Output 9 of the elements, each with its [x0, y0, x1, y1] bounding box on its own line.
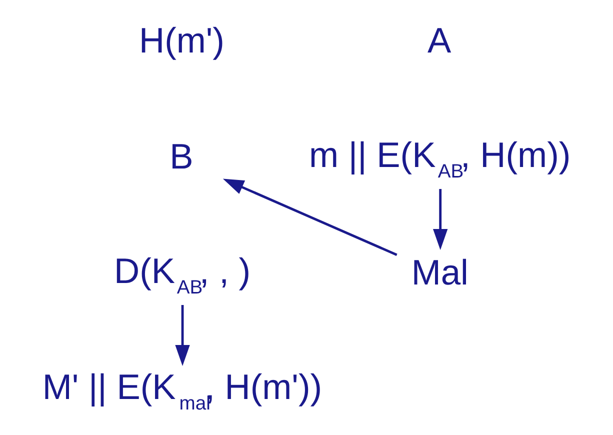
node-text: D(K$_{AB}$, , ) — [114, 250, 250, 298]
arrow — [174, 305, 190, 366]
node-text: m || E(K$_{AB}$, H(m)) — [308, 134, 570, 182]
arrow — [432, 188, 448, 250]
arrow — [222, 178, 397, 256]
label: H(m') — [138, 20, 224, 60]
node-text: Mal — [410, 252, 468, 293]
label: A — [426, 20, 451, 60]
node-text: B — [169, 136, 193, 177]
